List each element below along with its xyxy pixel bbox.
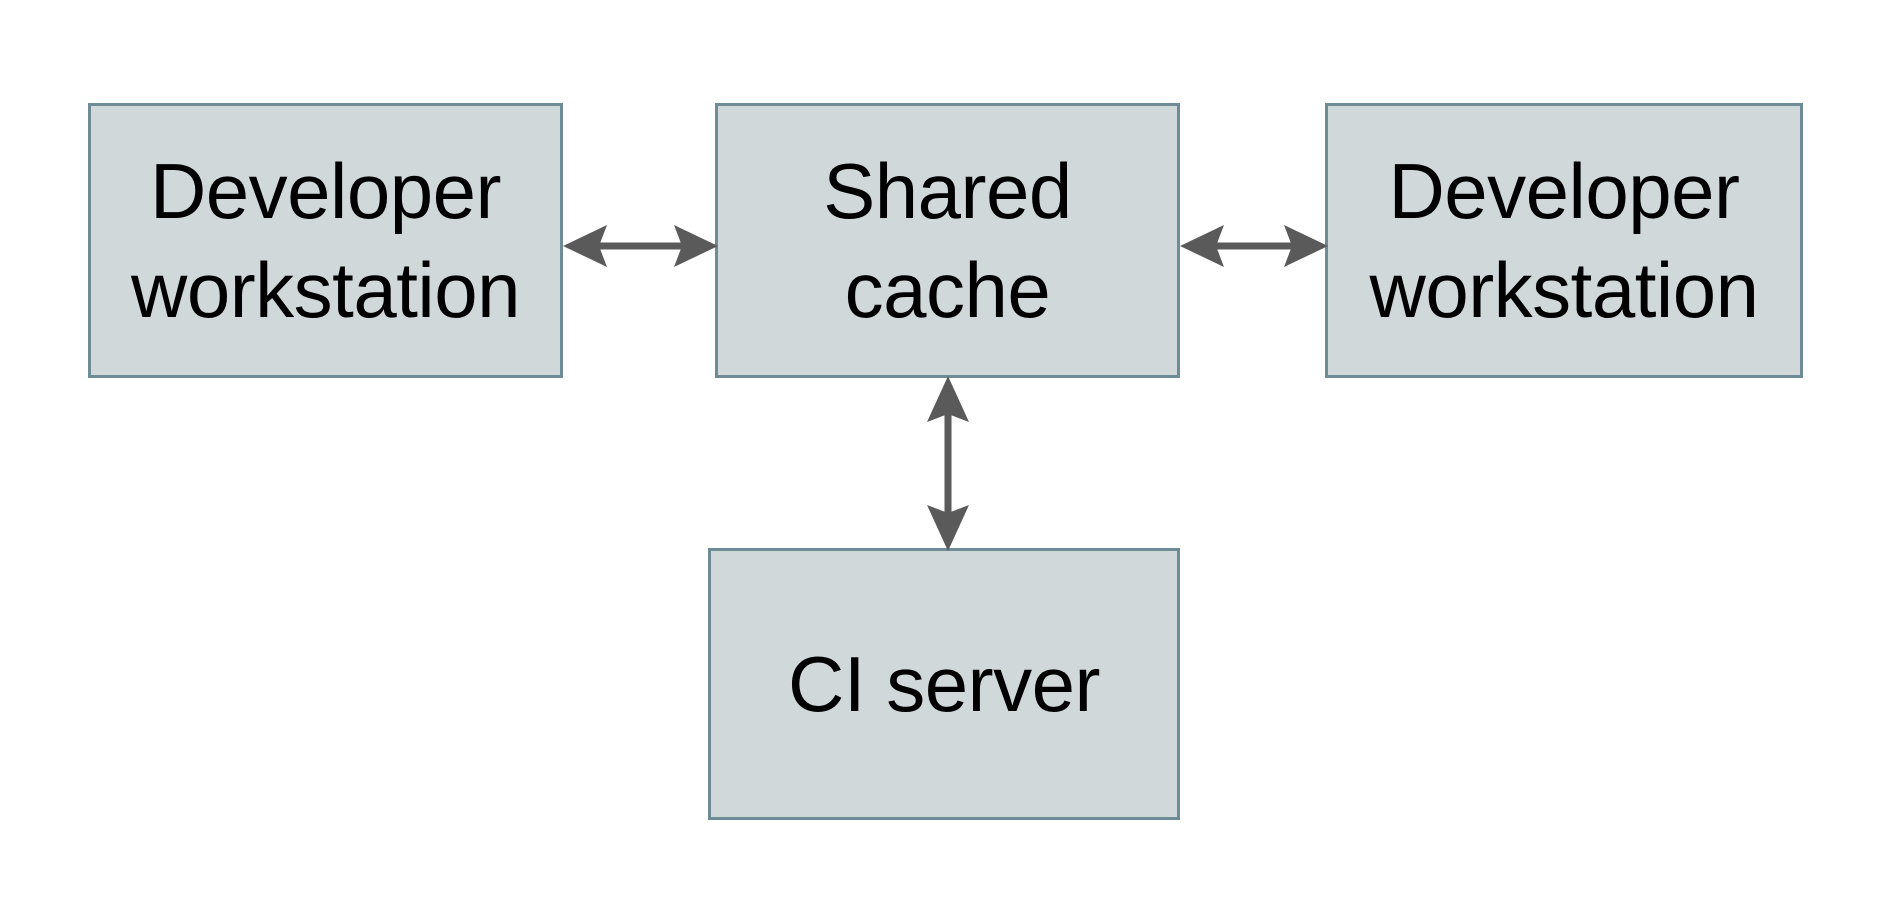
connector-shaft	[944, 414, 952, 513]
connector-shaft	[599, 242, 682, 250]
node-label: CI server	[788, 639, 1100, 728]
arrowhead-right-icon	[674, 225, 718, 267]
arrowhead-down-icon	[927, 505, 969, 551]
node-label: Developer workstation	[1369, 147, 1760, 334]
node-ci-server[interactable]: CI server	[708, 548, 1180, 820]
node-label: Developer workstation	[131, 147, 521, 334]
node-developer-workstation-right[interactable]: Developer workstation	[1325, 103, 1803, 378]
arrowhead-left-icon	[563, 225, 607, 267]
node-developer-workstation-left[interactable]: Developer workstation	[88, 103, 563, 378]
connector-developer-left-to-shared-cache[interactable]	[563, 218, 718, 274]
connector-shared-cache-to-developer-right[interactable]	[1180, 218, 1328, 274]
arrowhead-right-icon	[1284, 225, 1328, 267]
node-shared-cache[interactable]: Shared cache	[715, 103, 1180, 378]
arrowhead-up-icon	[927, 376, 969, 422]
connector-shared-cache-to-ci-server[interactable]	[920, 376, 976, 551]
node-label: Shared cache	[823, 147, 1072, 334]
connector-shaft	[1216, 242, 1292, 250]
arrowhead-left-icon	[1180, 225, 1224, 267]
